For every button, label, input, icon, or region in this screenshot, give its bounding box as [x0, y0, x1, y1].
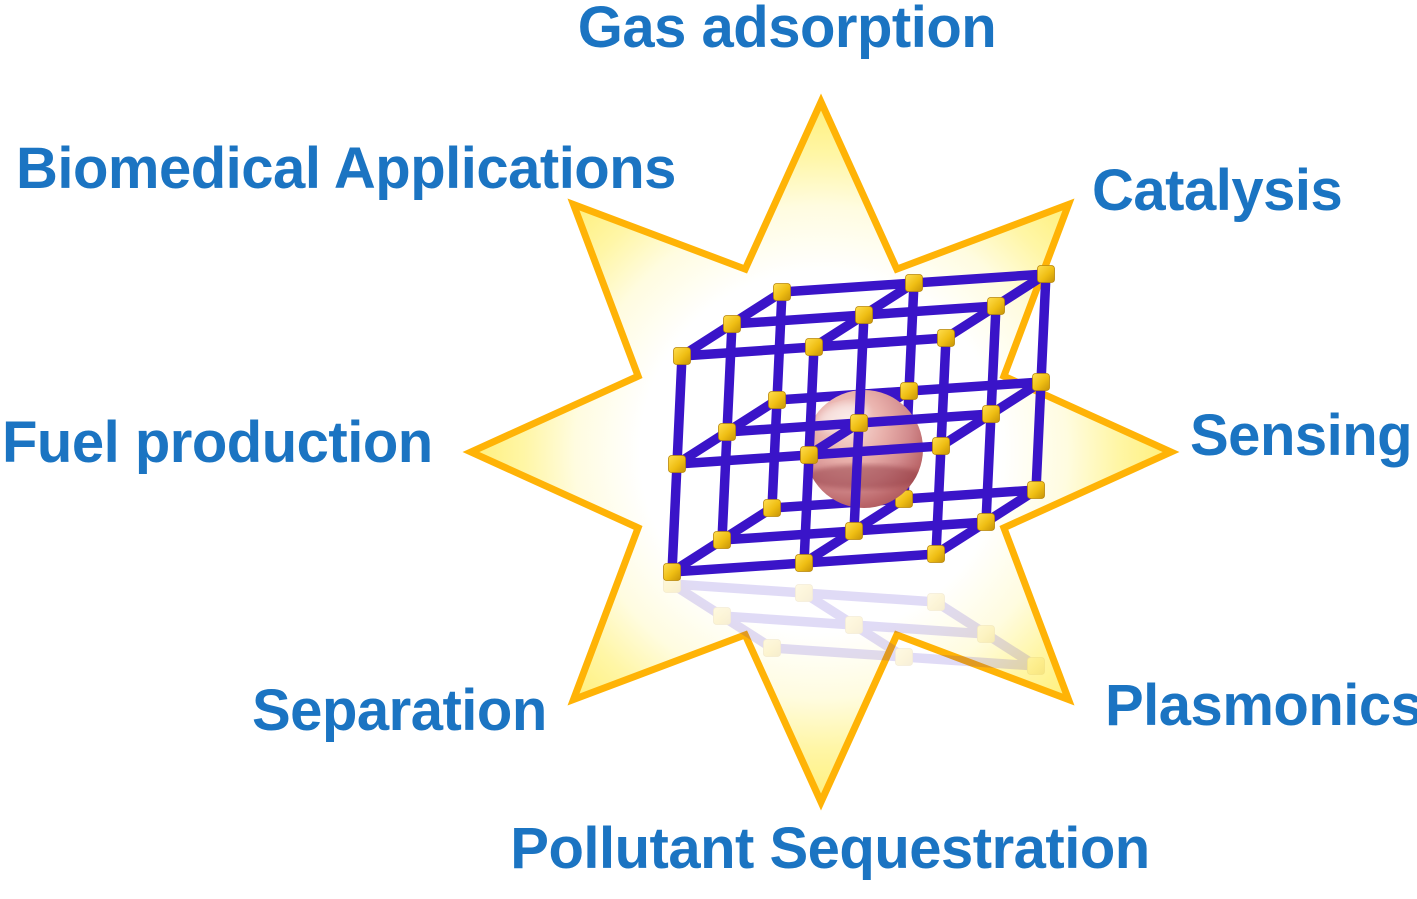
mof-joint: [718, 423, 736, 441]
mof-joint: [713, 531, 731, 549]
mof-rod: [859, 301, 1001, 320]
mof-rod: [904, 377, 1046, 396]
label-catalysis: Catalysis: [1092, 158, 1343, 223]
mof-cage-reflection: [663, 575, 1045, 675]
mof-rod: [849, 517, 991, 536]
mof-rod: [936, 333, 951, 451]
mof-cage-front-layer: [663, 329, 955, 581]
mof-joint: [763, 499, 781, 517]
mof-joint: [932, 437, 950, 455]
label-gas-adsorption: Gas adsorption: [577, 0, 997, 60]
mof-rod: [849, 418, 864, 536]
mof-rod: [854, 409, 996, 428]
mof-rod: [722, 418, 864, 437]
mof-rod: [981, 409, 996, 527]
mof-rod: [799, 588, 941, 607]
mof-joint: [668, 455, 686, 473]
mof-joint: [723, 315, 741, 333]
mof-rod: [799, 450, 814, 568]
mof-joint: [927, 593, 945, 611]
mof-rod: [667, 459, 682, 577]
mof-rod: [722, 319, 737, 437]
mof-joint: [800, 446, 818, 464]
mof-rod: [986, 301, 1001, 419]
mof-joint: [900, 382, 918, 400]
label-separation: Separation: [252, 678, 547, 743]
mof-rod: [849, 620, 991, 639]
mof-joint: [855, 306, 873, 324]
mof-joint: [982, 405, 1000, 423]
mof-rod: [717, 427, 732, 545]
label-pollutant-sequestration: Pollutant Sequestration: [510, 816, 1150, 881]
mof-rod: [1036, 269, 1051, 387]
mof-joint: [773, 283, 791, 301]
mof-joint: [1032, 373, 1050, 391]
mof-joint: [1027, 481, 1045, 499]
label-fuel-production: Fuel production: [2, 410, 433, 475]
label-sensing: Sensing: [1190, 403, 1413, 468]
mof-rod: [727, 310, 869, 329]
mof-joint: [805, 338, 823, 356]
label-biomedical-applications: Biomedical Applications: [16, 136, 676, 201]
mof-rod: [667, 558, 809, 577]
mof-rod: [717, 526, 859, 545]
mof-joint: [850, 414, 868, 432]
mof-joint: [763, 639, 781, 657]
mof-rod: [667, 579, 809, 598]
mof-rod: [909, 269, 1051, 288]
mof-rod: [672, 351, 687, 469]
mof-joint: [845, 616, 863, 634]
mof-joint: [795, 584, 813, 602]
mof-rod: [931, 441, 946, 559]
label-plasmonics: Plasmonics: [1105, 673, 1417, 738]
mof-joint: [768, 391, 786, 409]
mof-joint: [795, 554, 813, 572]
mof-joint: [1037, 265, 1055, 283]
mof-rod: [777, 278, 919, 297]
mof-rod: [1031, 377, 1046, 495]
mof-rod: [672, 450, 814, 469]
mof-joint: [977, 513, 995, 531]
mof-joint: [845, 522, 863, 540]
mof-rod: [899, 652, 1041, 671]
mof-rod: [717, 611, 859, 630]
mof-joint: [713, 607, 731, 625]
mof-joint: [927, 545, 945, 563]
mof-joint: [987, 297, 1005, 315]
mof-rod: [804, 441, 946, 460]
mof-rod: [767, 643, 909, 662]
mof-joint: [673, 347, 691, 365]
mof-joint: [895, 648, 913, 666]
mof-joint: [663, 563, 681, 581]
mof-rod: [677, 342, 819, 361]
mof-joint: [937, 329, 955, 347]
mof-joint: [1027, 657, 1045, 675]
mof-rod: [799, 549, 941, 568]
mof-rod: [804, 342, 819, 460]
mof-rod: [899, 485, 1041, 504]
mof-rod: [854, 310, 869, 428]
mof-rod: [809, 333, 951, 352]
mof-joint: [977, 625, 995, 643]
mof-joint: [905, 274, 923, 292]
mof-cage-middle-layer: [667, 297, 1005, 577]
